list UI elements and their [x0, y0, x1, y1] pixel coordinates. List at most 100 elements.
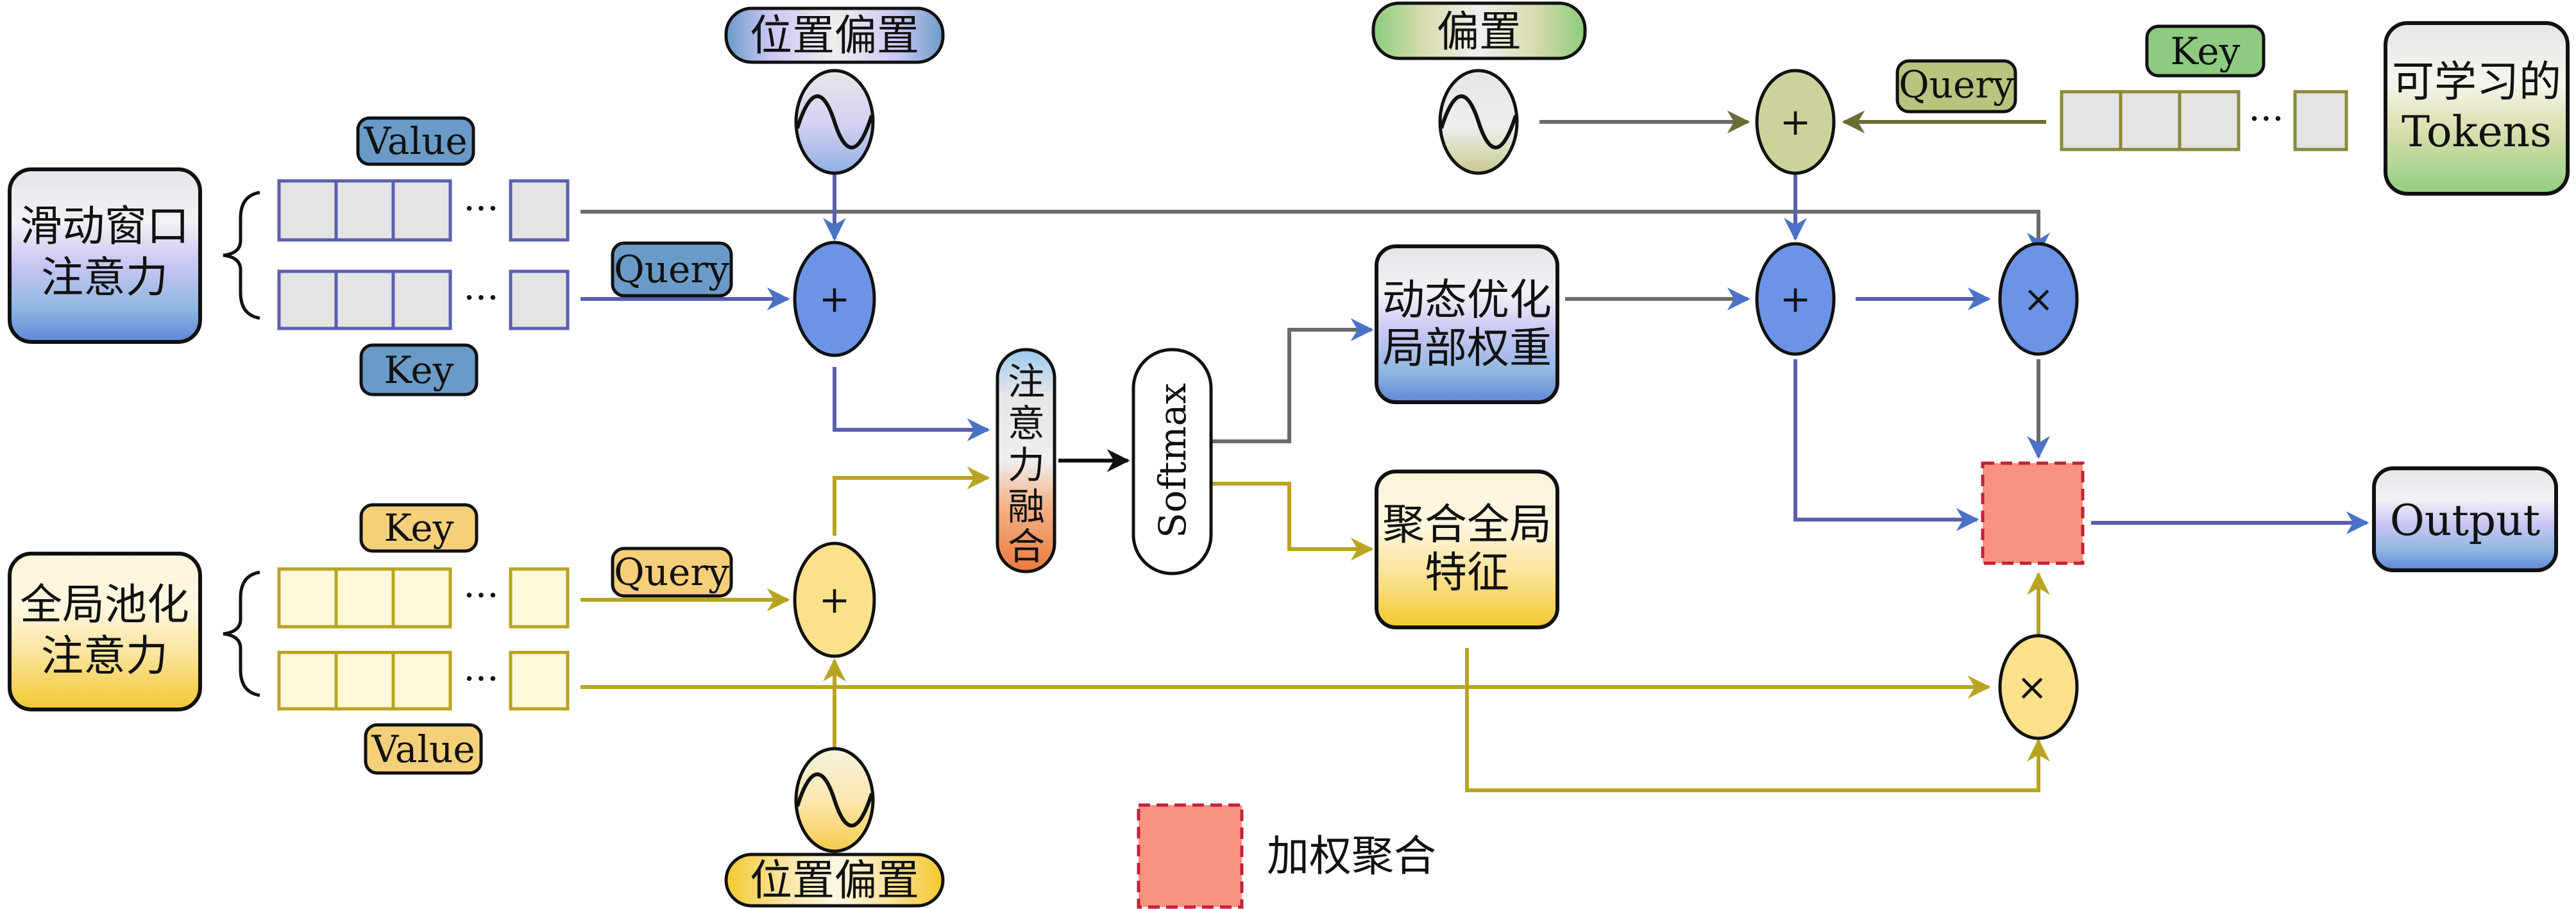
bias-tag: 偏置 [1371, 1, 1587, 60]
svg-text:力: 力 [1008, 443, 1045, 487]
output-node[interactable]: Output [2372, 466, 2558, 572]
svg-text:Query: Query [614, 550, 729, 594]
tk-query-tag: Query [1895, 59, 2017, 114]
gp-value-tokens [277, 650, 570, 711]
sine-icon [1438, 69, 1519, 175]
svg-text:注: 注 [1008, 360, 1045, 404]
global-pool-line2: 注意力 [41, 631, 168, 681]
token-cell [391, 269, 452, 330]
svg-text:+: + [1780, 277, 1811, 321]
dynamic-local-weight-node[interactable]: 动态优化 局部权重 [1375, 244, 1559, 404]
svg-text:Key: Key [384, 348, 454, 392]
svg-text:融: 融 [1008, 485, 1045, 529]
token-cell [334, 567, 395, 629]
svg-text:×: × [2023, 277, 2055, 321]
token-cell [509, 650, 570, 711]
gp-query-tag: Query [611, 547, 733, 598]
svg-text:Value: Value [371, 727, 475, 771]
legend-swatch-aggregate [1137, 803, 1244, 909]
weighted-aggregate-node [1981, 461, 2085, 565]
svg-text:+: + [819, 277, 851, 321]
softmax-node[interactable]: Softmax [1131, 348, 1213, 575]
ellipsis: ··· [463, 657, 498, 701]
edge-softmax-to-local [1212, 318, 1374, 443]
svg-text:偏置: 偏置 [1437, 7, 1521, 56]
ellipsis: ··· [463, 187, 498, 230]
legend: 加权聚合 [1137, 803, 1436, 909]
sw-value-tokens [277, 179, 570, 242]
sw-key-tag: Key [359, 343, 479, 396]
sliding-window-line2: 注意力 [41, 253, 168, 302]
ellipsis: ··· [463, 276, 498, 319]
edge-plus-yellow-to-fusion [833, 466, 990, 536]
token-cell [2178, 90, 2241, 151]
plus-blue-operator: + [793, 241, 876, 357]
edge-softmax-to-global [1212, 482, 1374, 561]
sliding-window-node[interactable]: 滑动窗口 注意力 [8, 167, 202, 344]
sine-icon [794, 747, 875, 853]
edge-sw-value-to-times [580, 210, 2050, 256]
attention-fusion-node[interactable]: 注 意 力 融 合 [996, 348, 1056, 573]
edge-plus-blue-to-fusion [833, 367, 990, 441]
token-cell [334, 269, 395, 330]
learnable-tokens-node[interactable]: 可学习的 Tokens [2384, 21, 2570, 196]
ellipsis: ··· [2248, 97, 2284, 140]
global-pool-line1: 全局池化 [20, 580, 189, 629]
gp-key-tokens [277, 567, 570, 629]
svg-text:位置偏置: 位置偏置 [750, 856, 919, 905]
svg-text:+: + [1780, 100, 1811, 144]
token-cell [2060, 90, 2123, 151]
svg-text:合: 合 [1008, 525, 1045, 568]
edge-global-to-times [1465, 648, 2050, 792]
sw-value-tag: Value [356, 116, 475, 166]
gp-value-tag: Value [364, 723, 483, 775]
token-cell [391, 567, 452, 629]
svg-text:聚合全局: 聚合全局 [1382, 500, 1552, 549]
sliding-window-brace [223, 191, 260, 320]
learnable-token-cells [2060, 90, 2348, 151]
token-cell [2293, 90, 2348, 151]
ellipsis: ··· [463, 573, 498, 617]
svg-text:Output: Output [2390, 496, 2540, 545]
times-yellow-operator: × [1998, 634, 2079, 740]
plus-yellow-operator: + [793, 541, 876, 658]
svg-text:意: 意 [1008, 402, 1045, 445]
sliding-window-line1: 滑动窗口 [20, 201, 189, 251]
token-cell [277, 650, 338, 711]
pos-bias-top-tag: 位置偏置 [724, 6, 945, 64]
svg-text:Key: Key [384, 506, 454, 550]
token-cell [391, 650, 452, 711]
svg-text:局部权重: 局部权重 [1382, 323, 1552, 373]
aggregate-global-feature-node[interactable]: 聚合全局 特征 [1375, 470, 1559, 629]
sine-icon [794, 69, 875, 175]
svg-text:+: + [819, 578, 851, 622]
edge-plus-right-to-aggregate [1793, 359, 1979, 531]
svg-text:动态优化: 动态优化 [1382, 275, 1552, 325]
token-cell [2119, 90, 2182, 151]
svg-text:×: × [2017, 665, 2048, 709]
global-pool-brace [223, 570, 260, 697]
legend-label-aggregate: 加权聚合 [1267, 831, 1436, 881]
svg-text:Key: Key [2171, 30, 2241, 73]
sw-key-tokens [277, 269, 570, 330]
token-cell [277, 269, 338, 330]
plus-green-operator: + [1755, 69, 1836, 175]
token-cell [391, 179, 452, 242]
svg-text:Query: Query [1899, 63, 2014, 106]
svg-text:Query: Query [614, 248, 729, 291]
sw-query-tag: Query [611, 241, 733, 298]
times-blue-operator: × [1998, 242, 2079, 356]
token-cell [509, 269, 570, 330]
svg-text:Tokens: Tokens [2402, 107, 2552, 157]
token-cell [334, 179, 395, 242]
svg-text:可学习的: 可学习的 [2392, 57, 2561, 106]
plus-blue-right-operator: + [1755, 242, 1836, 356]
svg-text:Softmax: Softmax [1151, 383, 1194, 538]
pos-bias-bottom-tag: 位置偏置 [724, 853, 945, 908]
token-cell [277, 179, 338, 242]
svg-text:特征: 特征 [1425, 548, 1509, 597]
token-cell [509, 567, 570, 629]
tk-key-tag: Key [2145, 24, 2266, 78]
global-pool-node[interactable]: 全局池化 注意力 [8, 552, 202, 711]
